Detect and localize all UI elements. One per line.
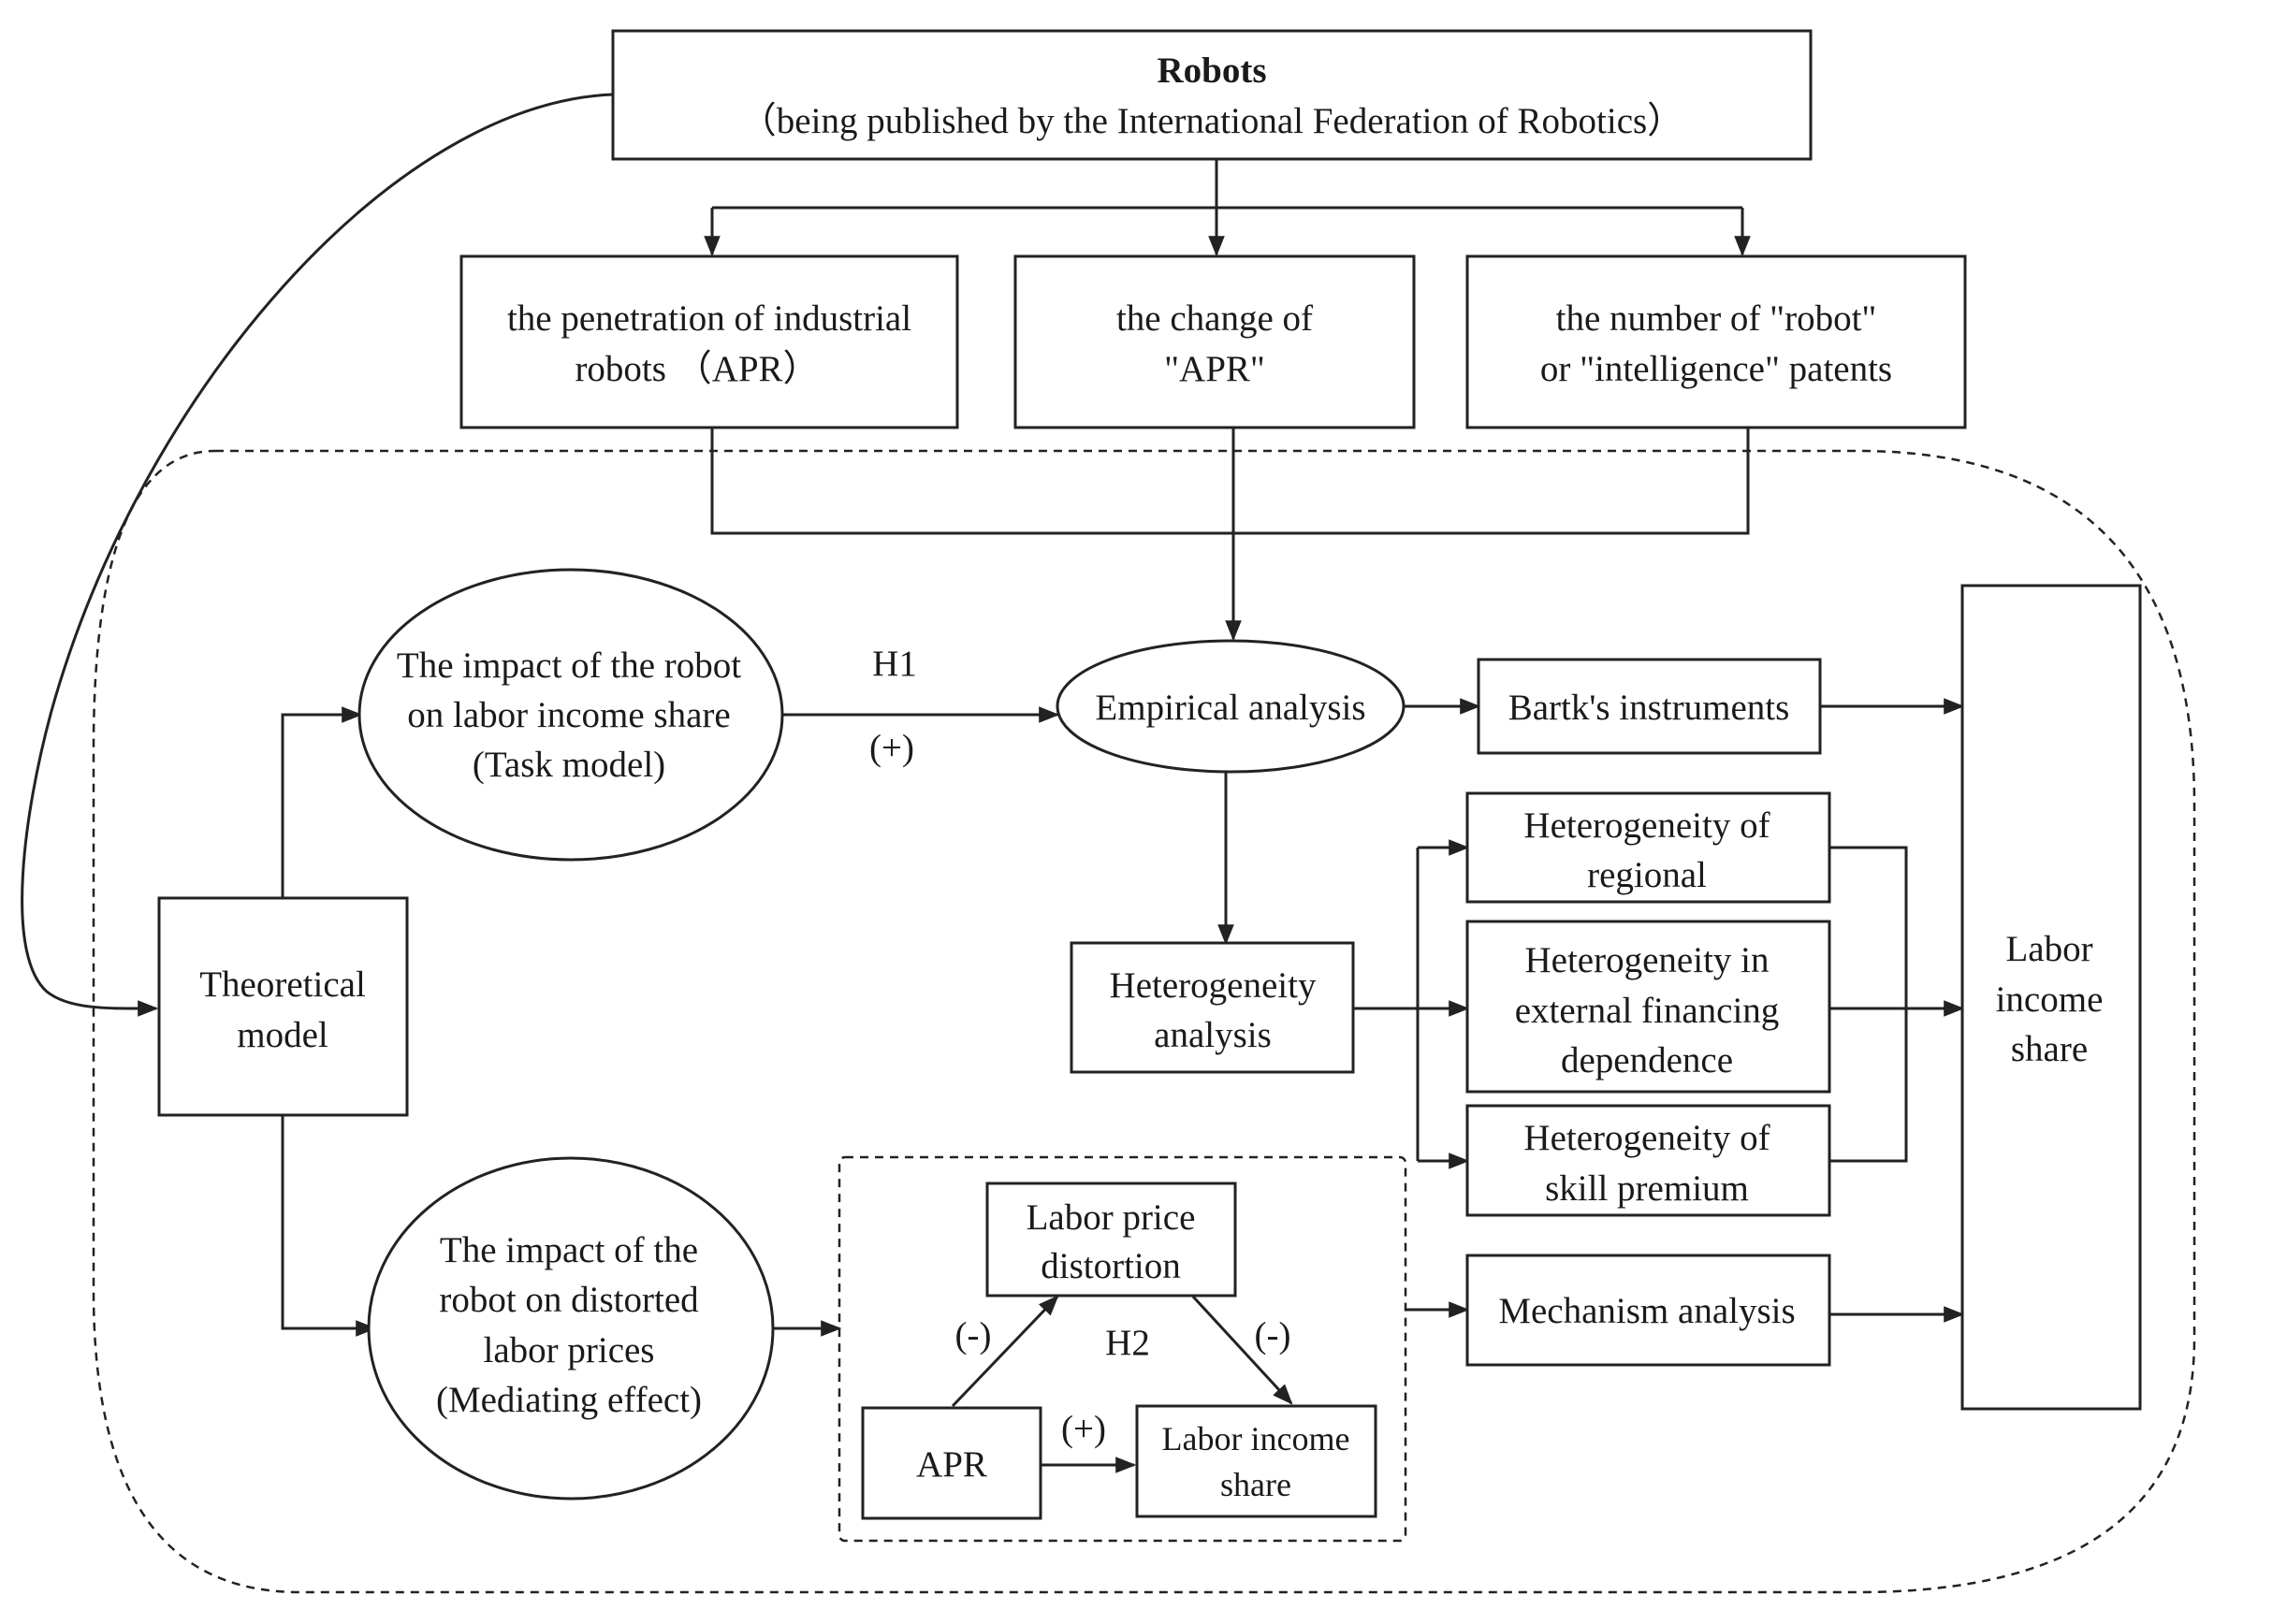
heterogeneity-analysis-line-1: Heterogeneity [1110,965,1317,1006]
apr-line-1: the penetration of industrial [507,298,911,339]
skill-line-2: skill premium [1545,1168,1749,1209]
edge-apr-down [710,428,1750,535]
patents-box: the number of "robot" or "intelligence" … [1465,254,1967,429]
task-model-line-2: on labor income share [407,695,730,735]
analysis-region-boundary [92,449,2196,1594]
apr-change-line-1: the change of [1116,298,1313,339]
distortion-line-1: Labor price [1027,1197,1196,1238]
regional-heterogeneity-box: Heterogeneity of regional [1465,791,1831,904]
apr-change-box: the change of "APR" [1013,254,1416,429]
heterogeneity-analysis-line-2: analysis [1154,1015,1272,1055]
robots-box: Robots （being published by the Internati… [611,29,1813,161]
task-model-ellipse: The impact of the robot on labor income … [357,568,784,862]
patents-line-1: the number of "robot" [1556,298,1877,339]
outcome-line-2: income [1996,979,2104,1020]
theoretical-model-line-1: Theoretical [199,964,366,1005]
skill-heterogeneity-box: Heterogeneity of skill premium [1465,1104,1831,1217]
regional-line-2: regional [1587,855,1707,895]
empirical-analysis-ellipse: Empirical analysis [1056,639,1406,774]
mediating-line-4: (Mediating effect) [436,1380,702,1420]
edge-theory-to-task [281,706,363,898]
inset-neg-right: (-) [1255,1315,1291,1356]
outcome-line-1: Labor [2005,929,2092,969]
inset-share-line-2: share [1220,1466,1291,1503]
mediating-line-1: The impact of the [440,1230,698,1270]
financing-line-1: Heterogeneity in [1525,940,1770,980]
inset-labor-share-box: Labor income share [1135,1404,1377,1518]
financing-line-2: external financing [1515,991,1780,1031]
theoretical-model-line-2: model [237,1015,328,1055]
apr-line-2: robots （APR） [575,349,819,389]
robots-subtitle: （being published by the International Fe… [740,101,1683,141]
regional-line-1: Heterogeneity of [1523,805,1770,846]
h1-sign: (+) [869,728,914,768]
robots-title: Robots [1157,51,1266,91]
heterogeneity-analysis-box: Heterogeneity analysis [1070,941,1355,1074]
empirical-analysis-label: Empirical analysis [1095,688,1365,728]
labor-income-share-box: Labor income share [1960,584,2142,1411]
mediating-line-3: labor prices [483,1330,654,1370]
task-model-line-1: The impact of the robot [397,645,741,686]
inset-pos: (+) [1061,1409,1106,1449]
inset-apr-label: APR [916,1444,987,1485]
mediating-line-2: robot on distorted [439,1280,699,1320]
inset-apr-box: APR [861,1406,1042,1520]
edge-distortion-to-share [1191,1295,1293,1405]
edge-robots-to-theory [21,93,614,1017]
inset-neg-left: (-) [955,1315,992,1356]
instruments-label: Bartk's instruments [1508,688,1790,728]
mechanism-inset-boundary [838,1155,1407,1543]
apr-change-line-2: "APR" [1164,349,1265,389]
mechanism-analysis-label: Mechanism analysis [1498,1291,1795,1331]
labor-price-distortion-box: Labor price distortion [985,1182,1237,1298]
skill-line-1: Heterogeneity of [1523,1118,1770,1158]
mediating-effect-ellipse: The impact of the robot on distorted lab… [367,1156,775,1501]
outcome-line-3: share [2011,1029,2088,1069]
edge-theory-to-mediating [281,1115,377,1337]
task-model-line-3: (Task model) [473,745,665,785]
inset-h2: H2 [1105,1323,1150,1363]
inset-share-line-1: Labor income [1162,1420,1350,1457]
edge-apr-to-distortion [951,1295,1059,1408]
instruments-box: Bartk's instruments [1477,658,1822,755]
h1-label: H1 [872,644,917,684]
distortion-line-2: distortion [1041,1246,1181,1286]
theoretical-model-box: Theoretical model [157,896,409,1117]
financing-heterogeneity-box: Heterogeneity in external financing depe… [1465,920,1831,1094]
apr-box: the penetration of industrial robots （AP… [459,254,959,429]
edge-subbox-collector [1829,846,1908,1163]
patents-line-2: or "intelligence" patents [1540,349,1892,389]
mechanism-analysis-box: Mechanism analysis [1465,1254,1831,1367]
financing-line-3: dependence [1561,1040,1733,1080]
